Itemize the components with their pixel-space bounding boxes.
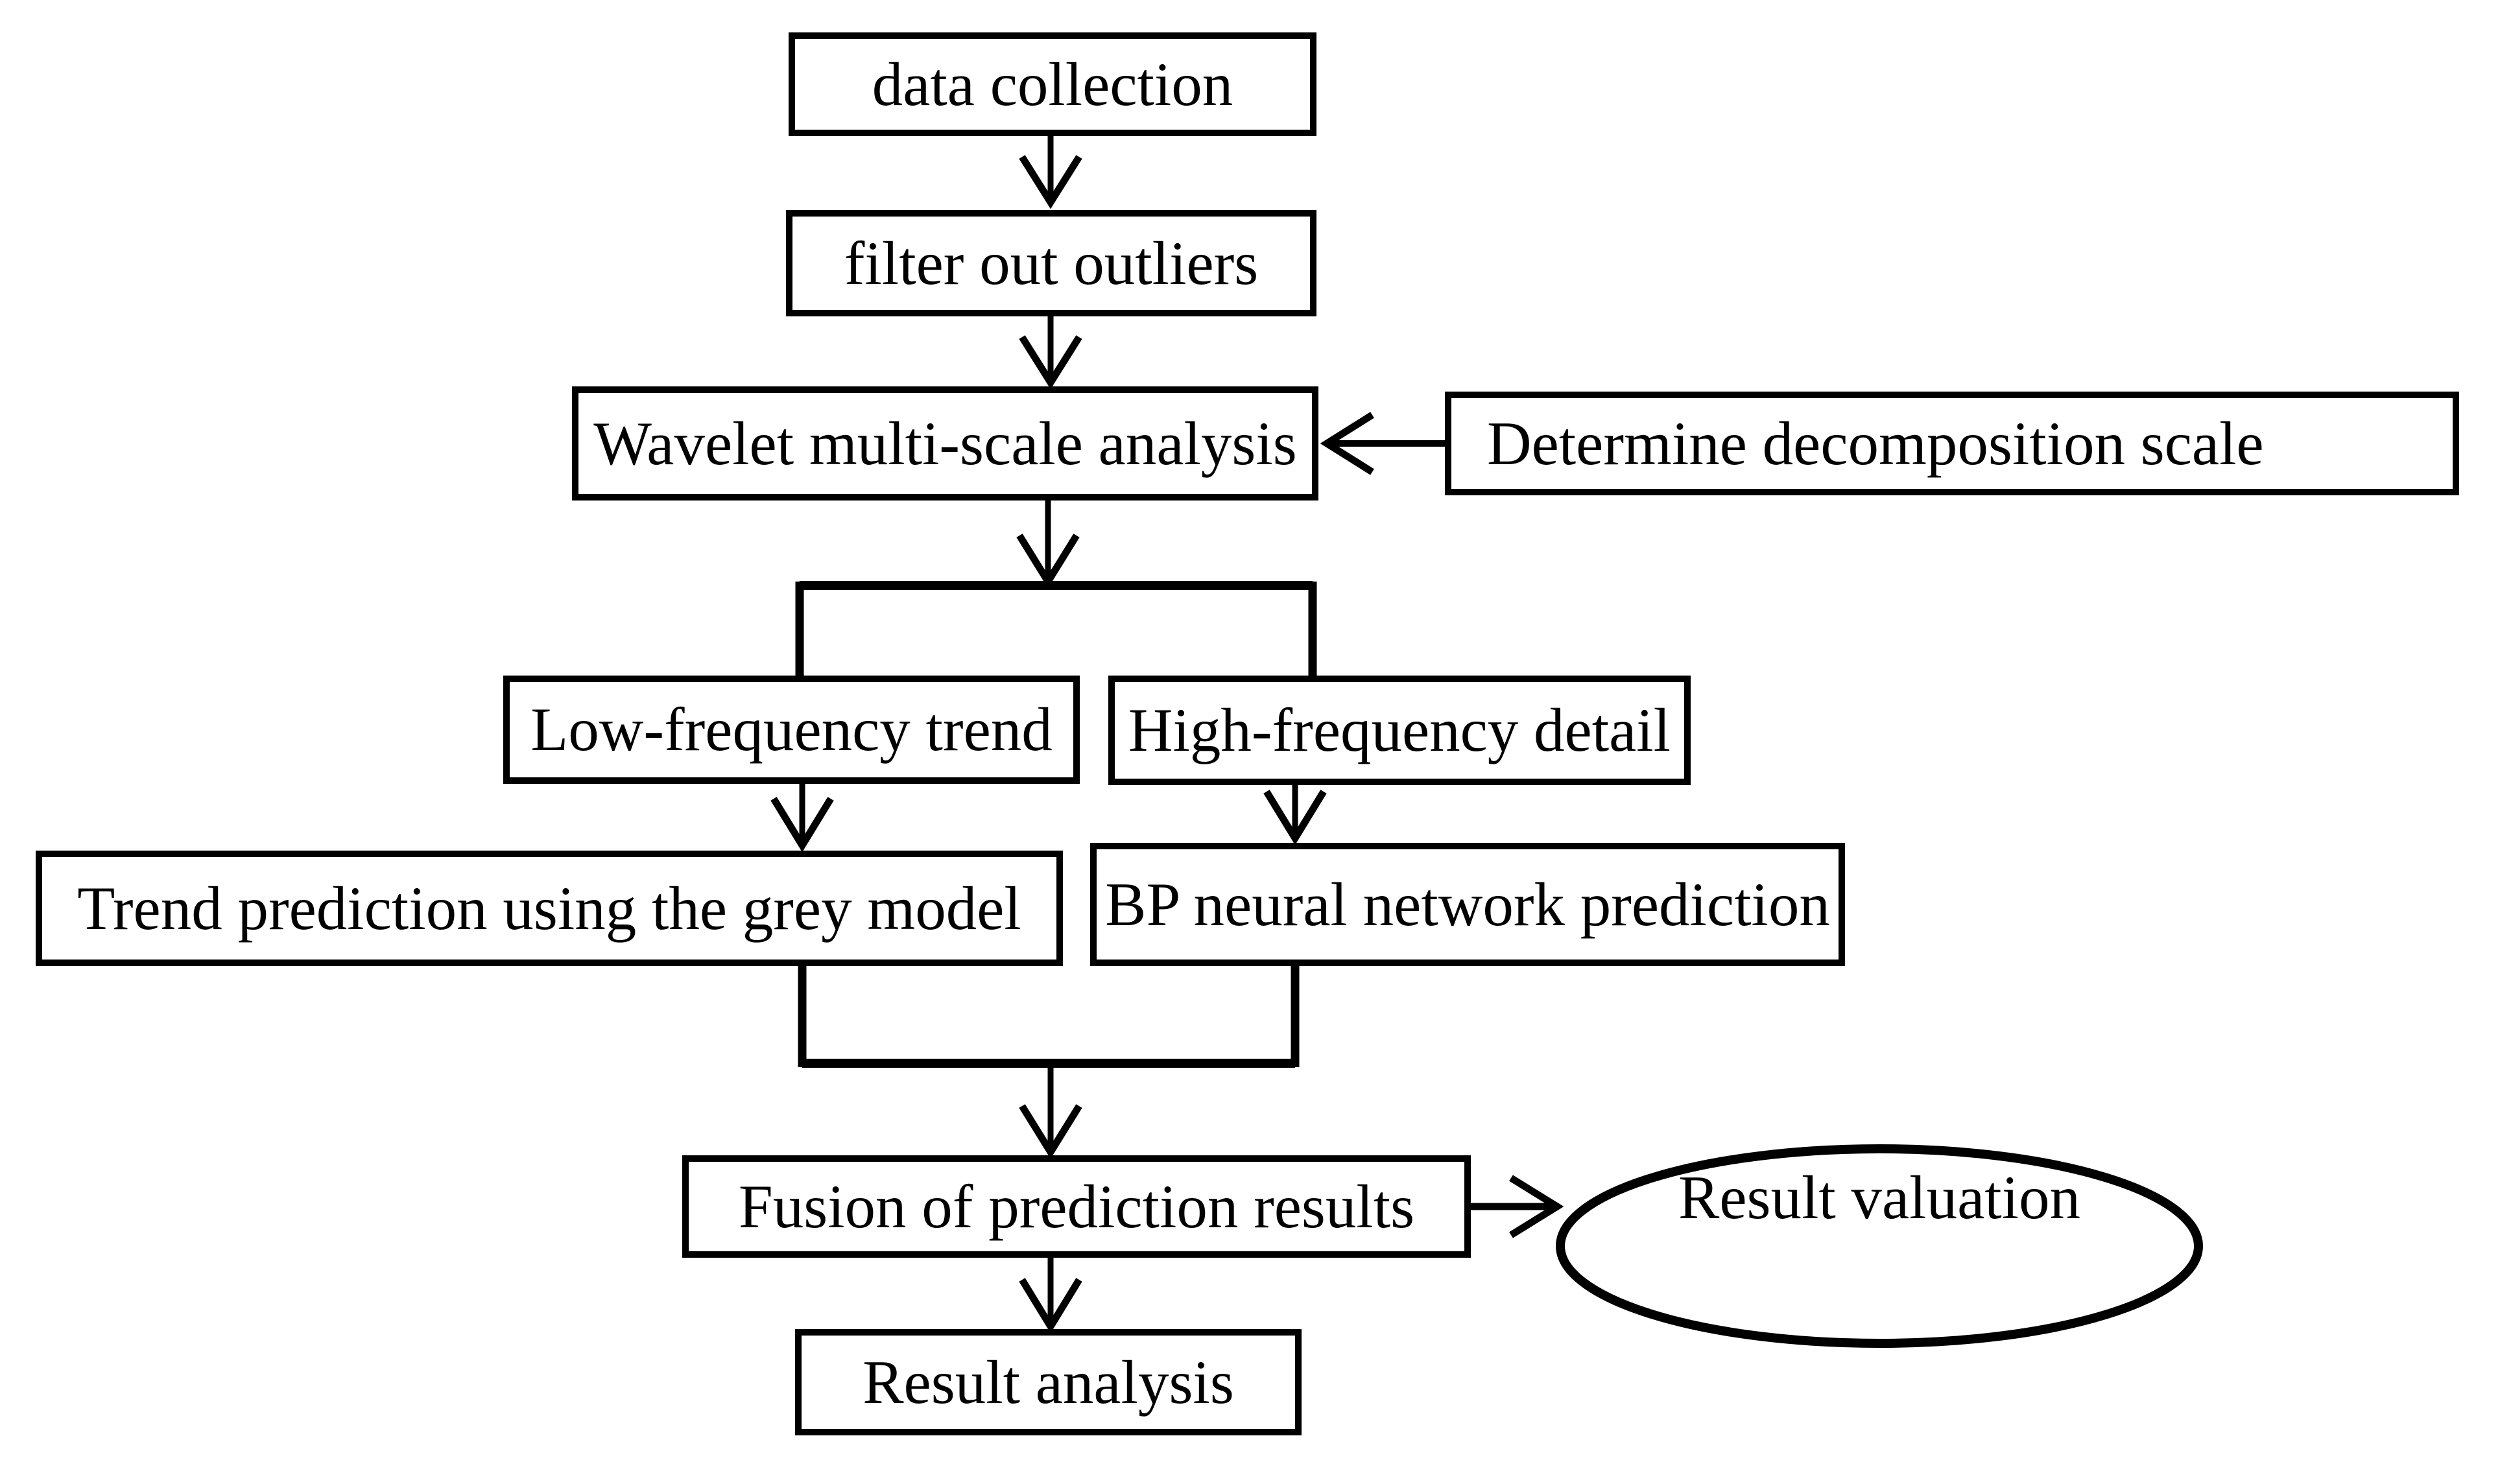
node-label: High-frequency detail — [1128, 696, 1671, 764]
node-data-collection: data collection — [789, 32, 1316, 136]
node-bp-prediction: BP neural network prediction — [1090, 843, 1845, 966]
node-fusion: Fusion of prediction results — [682, 1155, 1471, 1258]
node-low-frequency: Low-frequency trend — [503, 676, 1080, 784]
connector-branch-merge — [798, 966, 1300, 1068]
edge-low-to-trend — [770, 784, 834, 853]
node-result-valuation-label: Result valuation — [1620, 1159, 2139, 1236]
node-high-frequency: High-frequency detail — [1108, 676, 1691, 785]
node-label: Fusion of prediction results — [738, 1172, 1415, 1241]
connector-branch-split — [795, 581, 1317, 679]
node-label: Low-frequency trend — [530, 695, 1053, 764]
node-label: Determine decomposition scale — [1487, 408, 2264, 478]
edge-filter-to-wavelet — [1019, 316, 1082, 390]
node-result-analysis: Result analysis — [795, 1329, 1302, 1435]
node-label: data collection — [872, 49, 1233, 119]
edge-fusion-to-valuation — [1471, 1175, 1564, 1238]
node-determine-scale: Determine decomposition scale — [1445, 392, 2459, 495]
node-label: Result valuation — [1678, 1162, 2081, 1232]
edge-data-collection-to-filter — [1019, 136, 1082, 209]
edge-wavelet-to-split — [1016, 501, 1080, 589]
node-label: BP neural network prediction — [1105, 869, 1830, 939]
node-wavelet-analysis: Wavelet multi-scale analysis — [572, 386, 1318, 501]
node-filter-outliers: filter out outliers — [786, 210, 1316, 316]
edge-determine-to-wavelet — [1320, 412, 1445, 475]
node-result-valuation-ellipse — [1556, 1144, 2203, 1348]
edge-fusion-to-analysis — [1019, 1258, 1082, 1334]
edge-high-to-bp — [1263, 785, 1327, 845]
edge-merge-to-fusion — [1019, 1063, 1082, 1159]
node-label: Wavelet multi-scale analysis — [593, 408, 1297, 478]
node-label: Result analysis — [863, 1347, 1234, 1417]
node-label: Trend prediction using the grey model — [77, 873, 1021, 943]
node-trend-prediction: Trend prediction using the grey model — [36, 851, 1063, 966]
node-label: filter out outliers — [844, 228, 1259, 298]
